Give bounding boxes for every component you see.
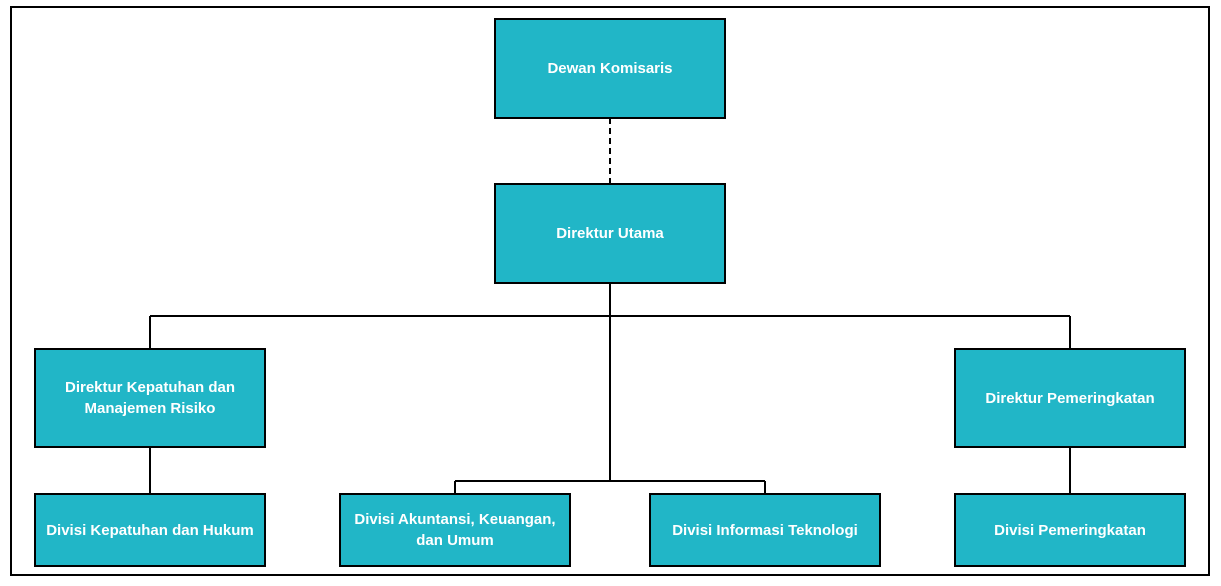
- diagram-frame: [10, 6, 1210, 576]
- node-direktur-pemeringkatan: Direktur Pemeringkatan: [954, 348, 1186, 448]
- node-direktur-utama: Direktur Utama: [494, 183, 726, 284]
- node-label: Direktur Utama: [556, 225, 664, 242]
- node-label: Direktur Kepatuhan dan Manajemen Risiko: [64, 379, 236, 417]
- node-label: Direktur Pemeringkatan: [985, 389, 1155, 407]
- node-direktur-kepatuhan: Direktur Kepatuhan dan Manajemen Risiko: [34, 348, 266, 448]
- node-label: Dewan Komisaris: [547, 60, 673, 77]
- node-dewan-komisaris: Dewan Komisaris: [494, 18, 726, 119]
- node-label: Divisi Pemeringkatan: [994, 521, 1146, 539]
- node-label: Divisi Informasi Teknologi: [672, 521, 858, 539]
- node-label: Divisi Kepatuhan dan Hukum: [46, 521, 254, 539]
- node-divisi-it: Divisi Informasi Teknologi: [649, 493, 881, 567]
- node-divisi-kepatuhan: Divisi Kepatuhan dan Hukum: [34, 493, 266, 567]
- node-label: Divisi Akuntansi, Keuangan, dan Umum: [354, 511, 556, 549]
- node-divisi-akuntansi: Divisi Akuntansi, Keuangan, dan Umum: [339, 493, 571, 567]
- node-divisi-pemeringkatan: Divisi Pemeringkatan: [954, 493, 1186, 567]
